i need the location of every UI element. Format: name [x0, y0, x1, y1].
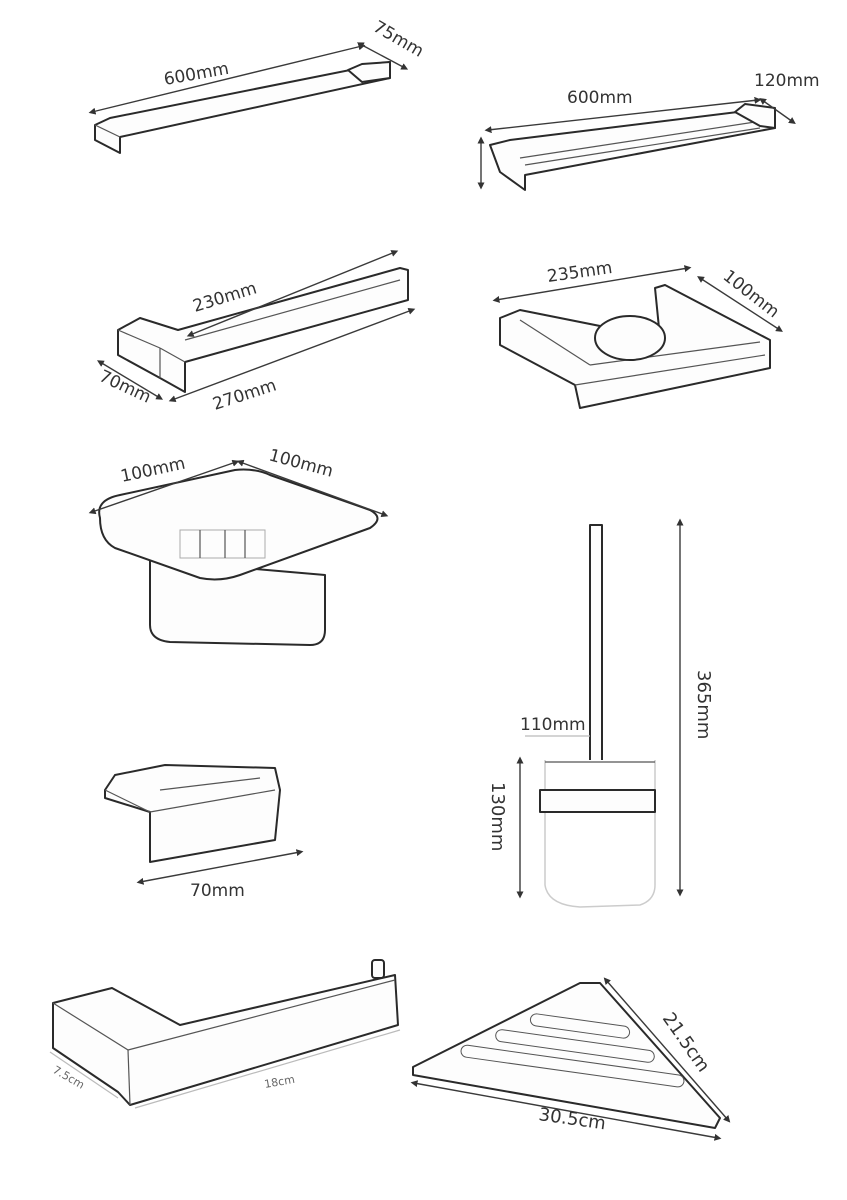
- single-towel-bar: 600mm 75mm: [88, 17, 427, 154]
- dim-label: 120mm: [754, 71, 820, 91]
- double-towel-bar: 600mm 120mm: [477, 71, 820, 191]
- dim-label: 100mm: [719, 266, 783, 322]
- soap-basket-holder: 235mm 100mm: [492, 258, 783, 409]
- dim-label: 70mm: [96, 366, 154, 407]
- dim-label: 100mm: [267, 446, 336, 482]
- dim-label: 110mm: [520, 715, 586, 735]
- toilet-brush-holder: 365mm 110mm 130mm: [487, 518, 714, 908]
- toilet-paper-holder: 7.5cm 18cm: [49, 959, 401, 1109]
- dim-label: 130mm: [487, 782, 508, 851]
- dim-label: 30.5cm: [537, 1104, 607, 1134]
- dim-label: 75mm: [370, 17, 427, 62]
- soap-dish: 100mm 100mm: [88, 446, 389, 646]
- dim-label: 600mm: [162, 59, 230, 90]
- corner-shelf: 21.5cm 30.5cm: [410, 977, 731, 1141]
- dim-label: 70mm: [190, 881, 245, 901]
- dim-label: 365mm: [693, 670, 714, 739]
- robe-hook: 70mm: [104, 764, 304, 901]
- dim-label: 600mm: [567, 88, 633, 108]
- towel-holder: 230mm 70mm 270mm: [96, 250, 416, 415]
- dim-label: 18cm: [263, 1073, 296, 1091]
